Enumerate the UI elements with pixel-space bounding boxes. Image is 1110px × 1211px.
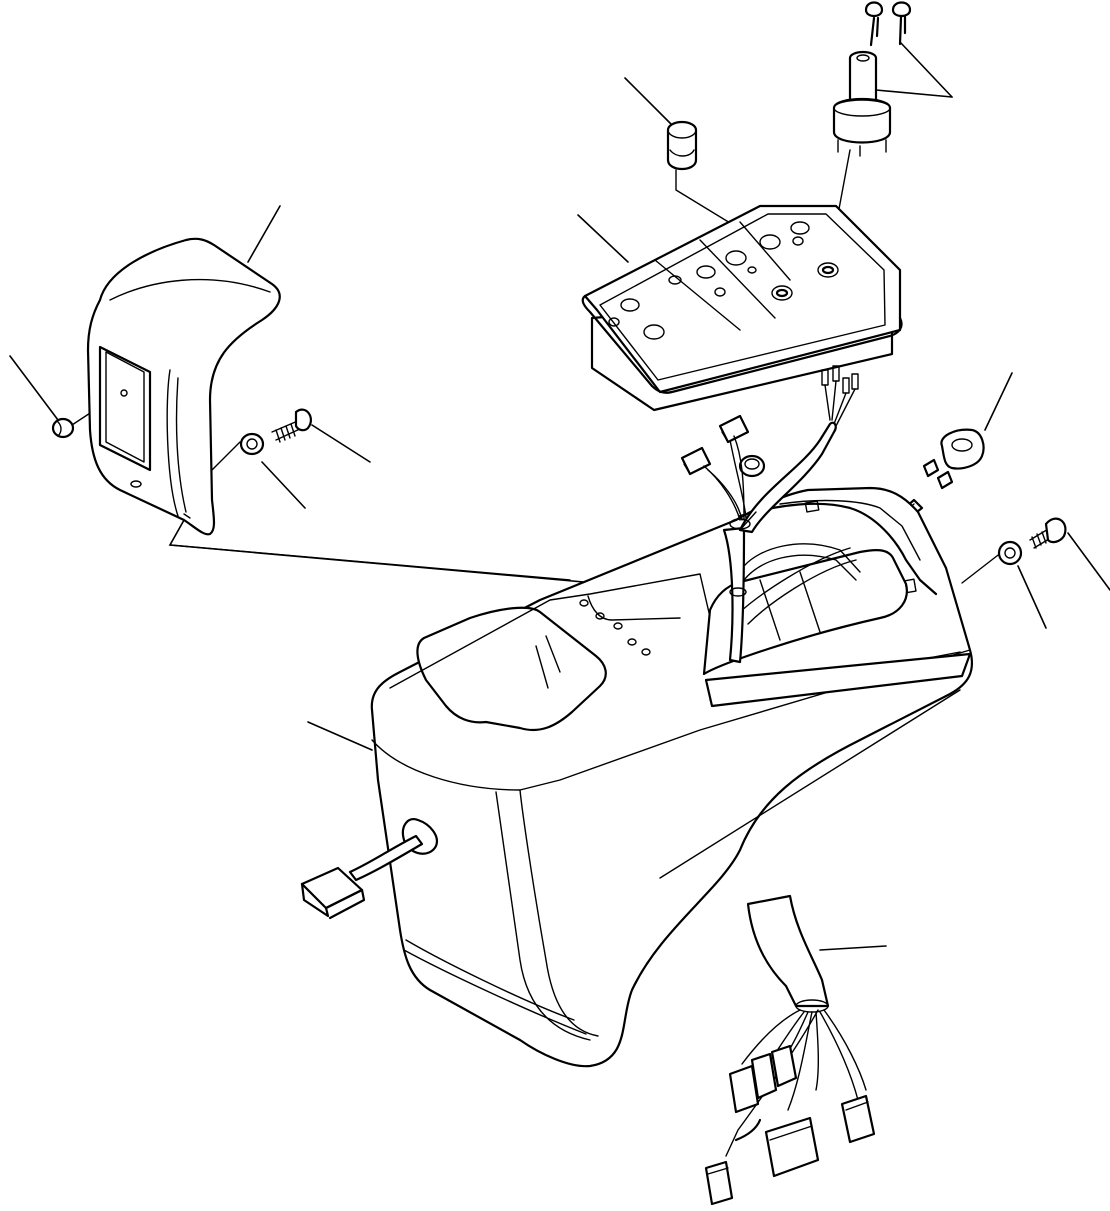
push-button bbox=[666, 120, 698, 171]
console-housing bbox=[370, 486, 974, 1068]
leader-push-button bbox=[624, 77, 674, 127]
washer-left bbox=[239, 432, 265, 456]
leader-plug-cap bbox=[9, 355, 59, 421]
side-cover bbox=[86, 237, 281, 536]
axis-washer-left bbox=[211, 441, 241, 471]
leader-keys-a bbox=[899, 41, 953, 98]
washer-right bbox=[997, 540, 1023, 566]
plug-cap bbox=[51, 417, 75, 439]
leader-keys-b bbox=[875, 89, 953, 98]
leader-screw-right bbox=[1067, 532, 1110, 591]
terminals bbox=[821, 365, 859, 427]
leader-screw-left bbox=[311, 424, 371, 463]
leader-gauge-panel bbox=[577, 214, 629, 263]
leader-console-housing bbox=[307, 721, 373, 751]
leader-side-cover bbox=[247, 205, 281, 263]
screw-right bbox=[1029, 517, 1067, 549]
leader-mount-b bbox=[169, 544, 571, 581]
wiring-harness bbox=[704, 894, 876, 1206]
ignition-key-switch bbox=[832, 50, 892, 157]
internal-harness bbox=[707, 421, 861, 664]
axis-washer-right bbox=[961, 551, 1003, 584]
side-cable bbox=[300, 818, 438, 920]
top-connectors bbox=[680, 414, 766, 521]
leader-connector-plug bbox=[984, 372, 1013, 431]
keys bbox=[864, 1, 912, 47]
gauge-panel bbox=[581, 204, 903, 412]
leader-washer-left bbox=[261, 461, 306, 509]
screw-left bbox=[271, 408, 312, 443]
leader-washer-right bbox=[1017, 565, 1047, 629]
leader-wiring-harness bbox=[819, 945, 887, 951]
